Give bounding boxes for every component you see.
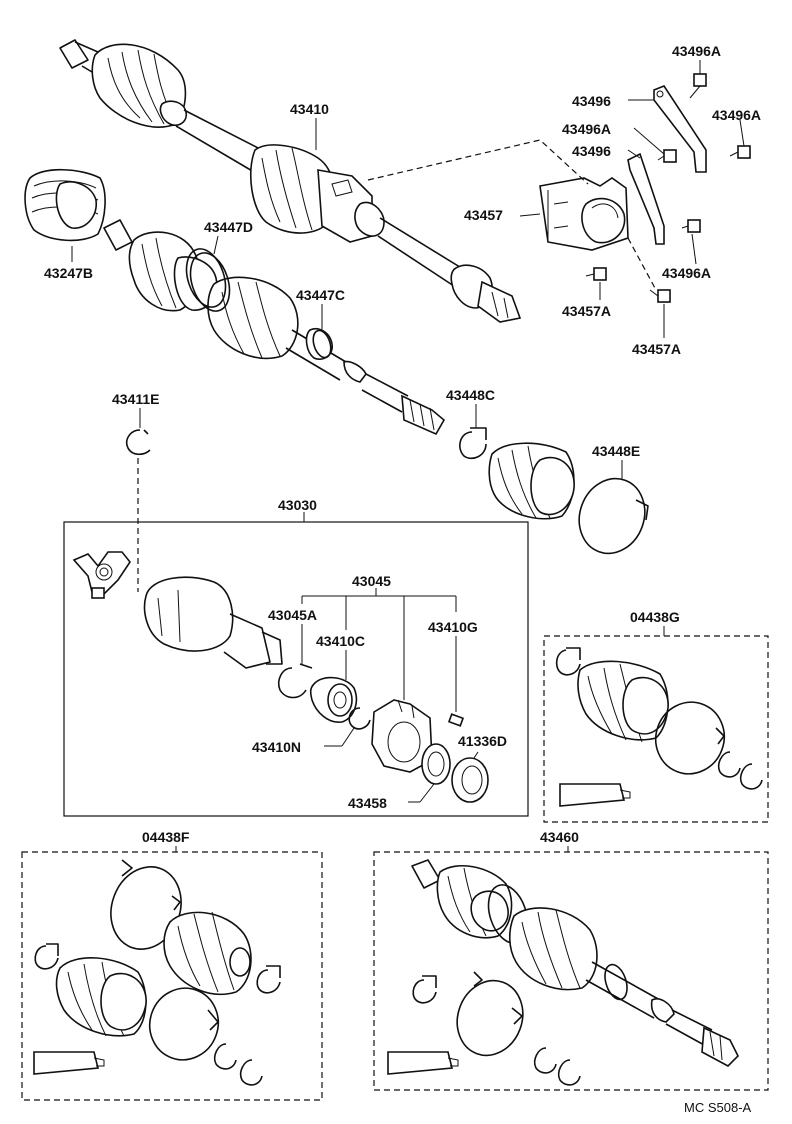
label-04438F: 04438F (142, 829, 190, 845)
label-43030: 43030 (278, 497, 317, 513)
label-43447D: 43447D (204, 219, 253, 235)
label-43457A-b: 43457A (632, 341, 681, 357)
seal-41336D (451, 757, 489, 803)
label-43457A-a: 43457A (562, 303, 611, 319)
seal-43458 (421, 743, 451, 785)
tripod-joint (72, 551, 131, 599)
group-box-43460 (373, 851, 769, 1091)
pin-43410G (447, 713, 465, 727)
bolts-43457A (585, 267, 671, 303)
label-43460: 43460 (540, 829, 579, 845)
label-04438G: 04438G (630, 609, 680, 625)
boot-43448-outer (488, 442, 575, 520)
label-43448C: 43448C (446, 387, 495, 403)
group-box-04438G (543, 635, 769, 823)
footer-diagram-code: MC S508-A (684, 1100, 752, 1115)
label-43496A-top: 43496A (672, 43, 721, 59)
label-43045A: 43045A (268, 607, 317, 623)
label-41336D: 41336D (458, 733, 507, 749)
outer-race-housing (143, 576, 283, 669)
reference-line-bracket-bolt (627, 237, 657, 291)
label-43496A-right: 43496A (712, 107, 761, 123)
label-43447C: 43447C (296, 287, 345, 303)
group-box-43030 (63, 521, 529, 817)
bearing-43410C (309, 676, 358, 723)
boot-kit-04438F-parts (33, 859, 281, 1086)
stay-bracket-43496-upper (653, 85, 707, 173)
bearing-bracket-43457 (539, 177, 629, 251)
snap-ring-43045A (277, 663, 313, 699)
label-43496A-low: 43496A (662, 265, 711, 281)
drive-shaft-inner-assembly (103, 219, 446, 436)
stay-bracket-43496-lower (627, 152, 665, 245)
band-43448E (578, 477, 649, 555)
label-43496-a: 43496 (572, 93, 611, 109)
drive-shaft-assembly-43410 (59, 39, 522, 323)
label-43496-b: 43496 (572, 143, 611, 159)
clamp-43447D (185, 248, 231, 312)
label-43457: 43457 (464, 207, 503, 223)
label-43410: 43410 (290, 101, 329, 117)
snap-ring-43411E (125, 429, 151, 456)
dust-cover-43247B (24, 168, 106, 242)
label-43410N: 43410N (252, 739, 301, 755)
boot-kit-04438G-parts (555, 647, 763, 807)
drive-shaft-kit-43460-parts (387, 859, 739, 1086)
label-43411E: 43411E (112, 391, 160, 407)
clamp-43448C (459, 427, 487, 460)
snap-ring-43410N (348, 707, 371, 730)
label-43410G: 43410G (428, 619, 478, 635)
label-43496A-mid: 43496A (562, 121, 611, 137)
label-43247B: 43247B (44, 265, 93, 281)
label-43410C: 43410C (316, 633, 365, 649)
label-43448E: 43448E (592, 443, 640, 459)
leader-lines (71, 60, 745, 852)
bolts-43496A (657, 73, 751, 233)
reference-line-shaft-bracket (367, 139, 589, 185)
label-43045: 43045 (352, 573, 391, 589)
clamp-43447C (312, 329, 332, 359)
label-43458: 43458 (348, 795, 387, 811)
group-box-04438F (21, 851, 323, 1101)
